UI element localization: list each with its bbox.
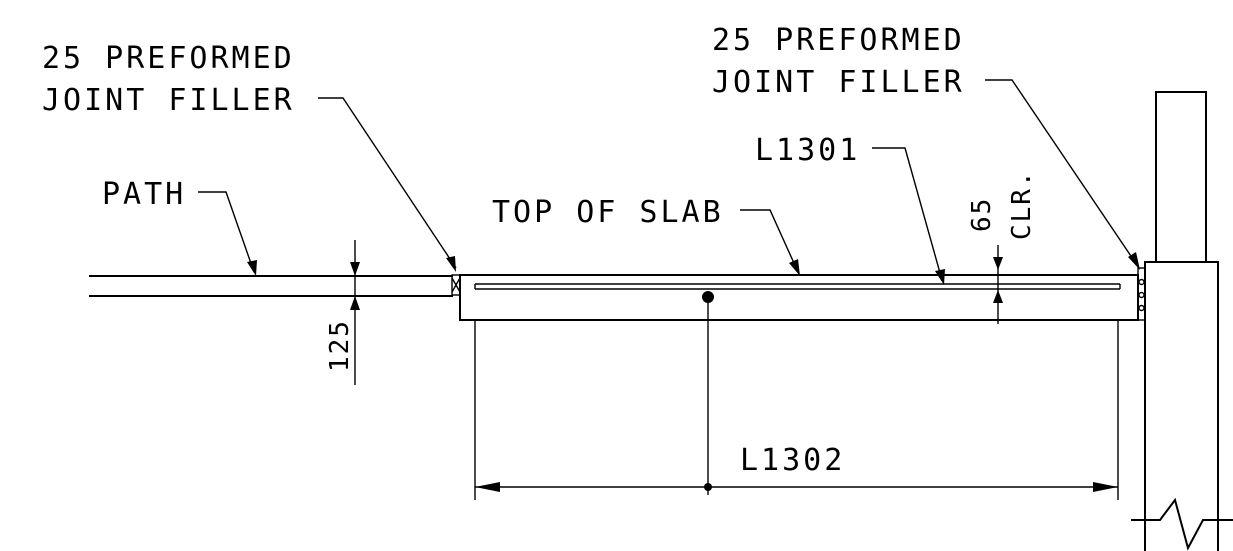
clearance-unit-label: CLR. <box>1007 169 1037 240</box>
path-thickness-dimension <box>350 240 360 385</box>
clearance-dimension <box>993 245 1003 324</box>
leader-lines <box>198 79 1140 285</box>
l1302-dimension <box>474 297 1119 500</box>
right-filler-label-line2: JOINT FILLER <box>712 65 965 100</box>
top-rebar <box>474 283 1121 290</box>
top-of-slab-label: TOP OF SLAB <box>492 195 724 230</box>
rebar-top-label: L1301 <box>755 133 860 168</box>
concrete-slab <box>459 274 1139 321</box>
right-filler-label-line1: 25 PREFORMED <box>712 23 965 58</box>
right-joint-filler <box>1137 267 1146 321</box>
rebar-bottom-label: L1302 <box>740 443 845 478</box>
path-thickness-label: 125 <box>325 319 355 372</box>
clearance-value-label: 65 <box>967 197 997 232</box>
abutment-wall <box>1131 91 1233 551</box>
path-slab <box>89 275 453 297</box>
left-filler-label-line1: 25 PREFORMED <box>42 41 295 76</box>
path-label: PATH <box>102 177 186 212</box>
left-filler-label-line2: JOINT FILLER <box>42 83 295 118</box>
left-joint-filler <box>451 274 461 296</box>
